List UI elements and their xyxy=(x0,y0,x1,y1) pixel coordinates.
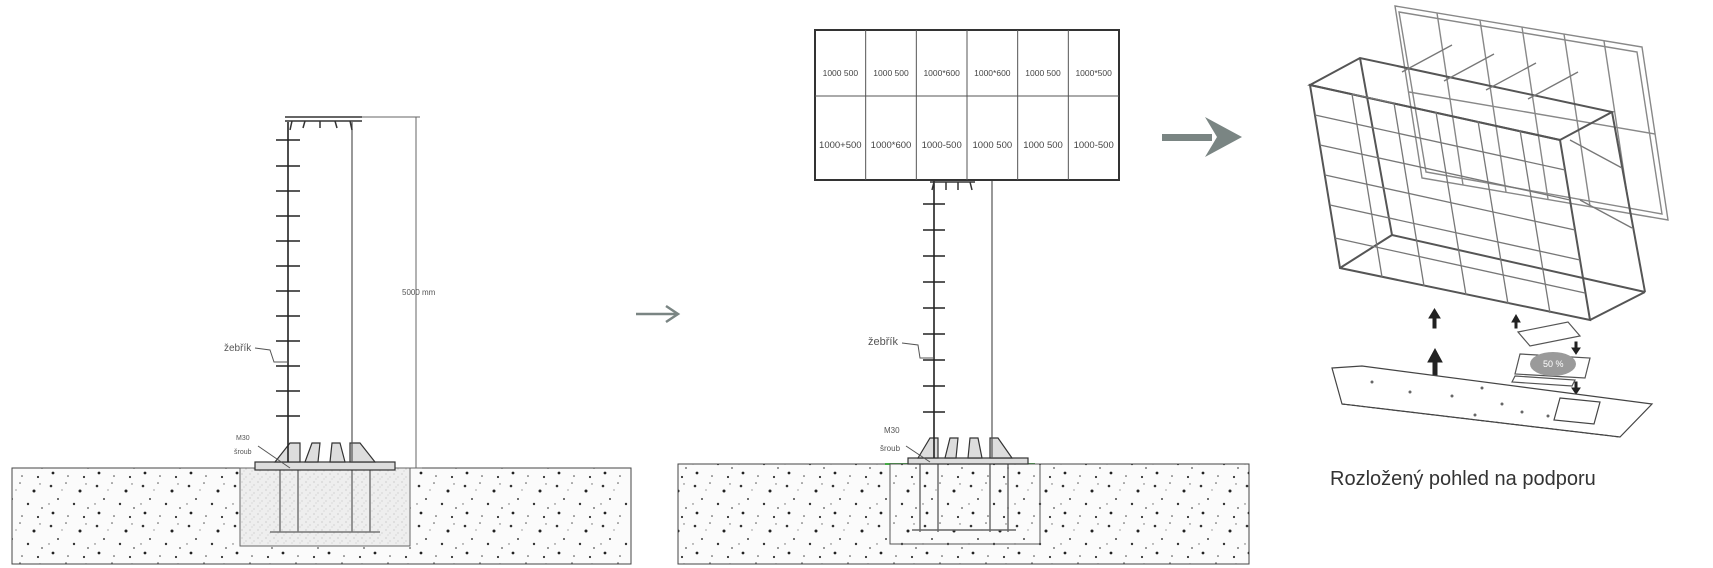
billboard-module-label: 1000*600 xyxy=(923,68,960,78)
top-bracket xyxy=(285,116,362,131)
panel-2-elevation: 1000 500 1000 500 1000*600 1000*600 1000 500… xyxy=(677,29,1250,565)
ladder-leader xyxy=(254,347,288,363)
top-bracket-2 xyxy=(930,181,975,191)
ladder-rungs xyxy=(276,139,300,417)
concrete-footing xyxy=(239,467,411,547)
billboard-module-label: 1000+500 xyxy=(819,140,862,151)
billboard-module-label: 1000-500 xyxy=(922,140,962,151)
billboard-grid xyxy=(815,30,1119,180)
height-dimension xyxy=(362,116,422,469)
base-plate-2 xyxy=(907,437,1029,465)
billboard-module-label: 1000 500 xyxy=(1025,68,1061,78)
truss-frame xyxy=(1307,56,1646,322)
percentage-badge-label: 50 % xyxy=(1543,359,1564,369)
height-dimension-label: 5000 mm xyxy=(402,288,436,297)
billboard-module-label: 1000-500 xyxy=(1074,140,1114,151)
billboard-module-labels: 1000 500 1000 500 1000*600 1000*600 1000 500… xyxy=(819,68,1114,151)
billboard-module-label: 1000*600 xyxy=(974,68,1011,78)
truss-members xyxy=(1314,44,1633,314)
billboard-module-label: 1000*600 xyxy=(871,140,912,151)
bolt-label: M30 xyxy=(236,435,250,442)
screw-label: šroub xyxy=(234,449,252,456)
arrow-2 xyxy=(1162,117,1242,157)
bolt-leader-2 xyxy=(905,445,931,463)
billboard-module-label: 1000*500 xyxy=(1075,68,1112,78)
billboard-module-label: 1000 500 xyxy=(873,68,909,78)
concrete-footing-2 xyxy=(889,463,1041,545)
anchor-bolts-2 xyxy=(912,462,1016,532)
bolt-leader xyxy=(257,445,291,469)
assembly-arrows xyxy=(1427,308,1581,395)
ladder-leader-2 xyxy=(901,342,934,359)
billboard-module-label: 1000 500 xyxy=(1023,140,1063,151)
panel-1-elevation: 5000 mm žebřík M30 šroub xyxy=(11,116,632,565)
screw-label-2: šroub xyxy=(880,444,901,453)
billboard-module-label: 1000 500 xyxy=(823,68,859,78)
bolt-label-2: M30 xyxy=(884,426,900,435)
percentage-badge xyxy=(1530,352,1576,376)
base-plate-holes xyxy=(1370,380,1550,418)
anchor-bolts xyxy=(270,462,380,533)
billboard-module-label: 1000 500 xyxy=(973,140,1013,151)
ladder-label: žebřík xyxy=(224,343,252,354)
panel-3-exploded-view: 50 % xyxy=(1307,5,1669,438)
exploded-base-plate xyxy=(1331,365,1654,438)
arrow-1 xyxy=(636,304,681,324)
ladder-rungs-2 xyxy=(923,203,945,413)
exploded-view-caption: Rozložený pohled na podporu xyxy=(1330,468,1596,490)
ladder-label-2: žebřík xyxy=(868,336,898,348)
base-plate xyxy=(254,442,396,471)
